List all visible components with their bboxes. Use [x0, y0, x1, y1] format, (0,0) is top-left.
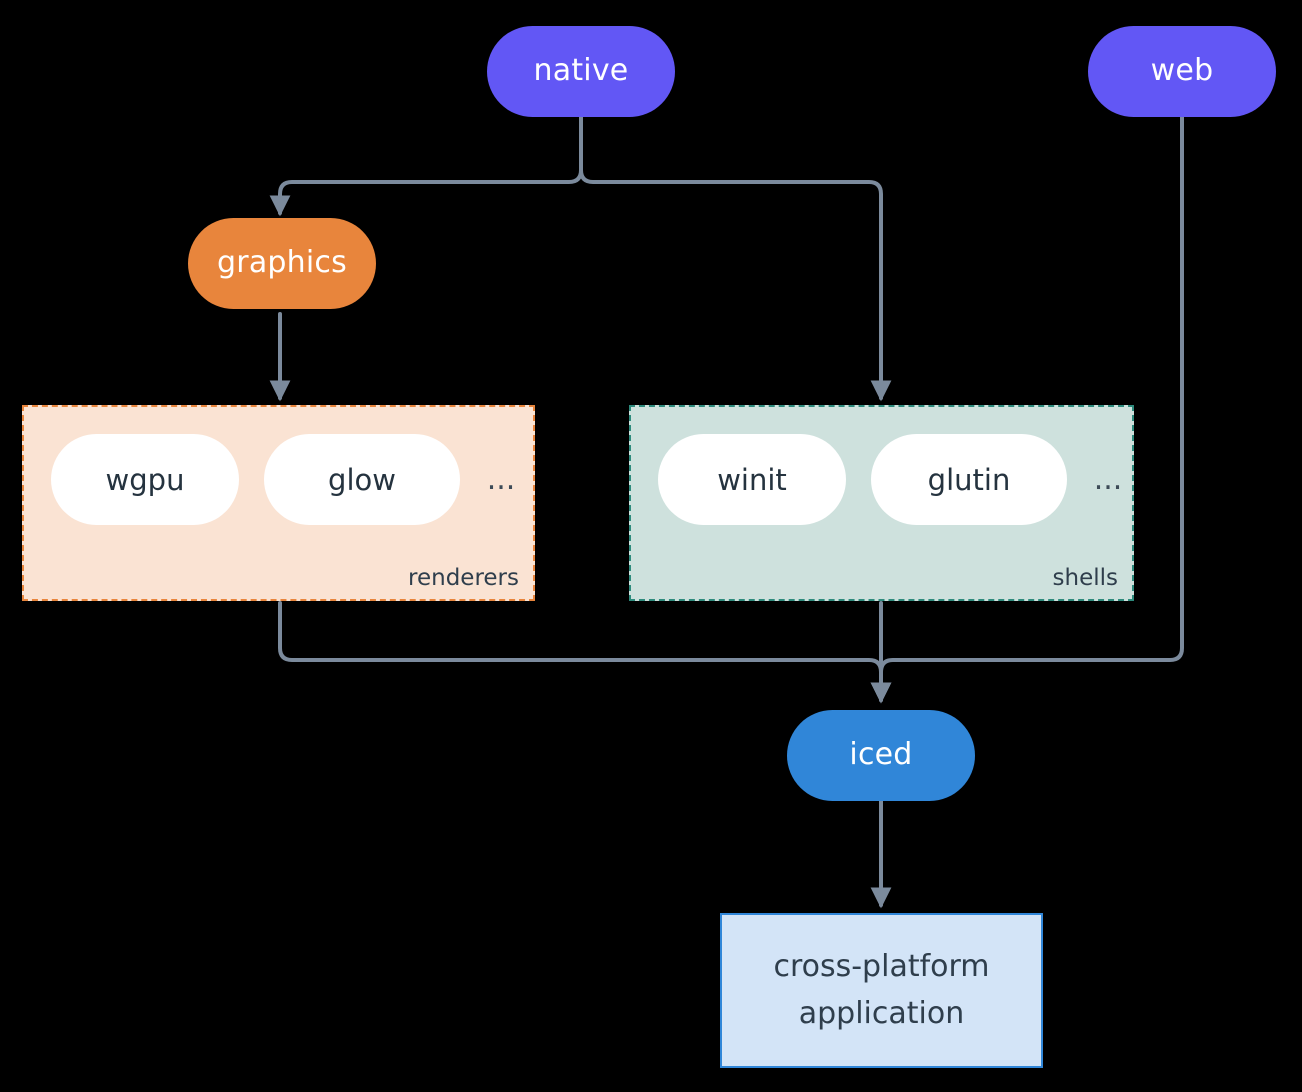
leaf-wgpu[interactable]: wgpu — [51, 434, 239, 525]
node-web-label: web — [1150, 53, 1214, 89]
node-iced[interactable]: iced — [787, 710, 975, 801]
leaf-glow[interactable]: glow — [264, 434, 460, 525]
leaf-glutin[interactable]: glutin — [871, 434, 1067, 525]
leaf-winit[interactable]: winit — [658, 434, 846, 525]
group-renderers: wgpu glow ... renderers — [22, 405, 535, 601]
leaf-winit-label: winit — [717, 462, 787, 497]
node-native-label: native — [533, 53, 629, 89]
group-renderers-label: renderers — [408, 565, 519, 591]
node-web[interactable]: web — [1088, 26, 1276, 117]
node-application-line1: cross-platform — [773, 949, 990, 984]
node-application[interactable]: cross-platform application — [720, 913, 1043, 1068]
edge-native-to-graphics — [269, 114, 583, 217]
renderers-overflow-ellipsis: ... — [486, 462, 516, 497]
edge-renderers-to-iced — [278, 601, 892, 704]
edge-native-to-shells — [579, 114, 892, 402]
node-graphics-label: graphics — [217, 245, 347, 281]
node-iced-label: iced — [849, 737, 913, 773]
leaf-glutin-label: glutin — [927, 462, 1011, 497]
leaf-wgpu-label: wgpu — [105, 462, 185, 497]
shells-overflow-ellipsis: ... — [1093, 462, 1123, 497]
node-application-line2: application — [798, 995, 965, 1031]
group-shells-label: shells — [1052, 565, 1118, 591]
node-native[interactable]: native — [487, 26, 675, 117]
leaf-glow-label: glow — [328, 462, 396, 497]
node-graphics[interactable]: graphics — [188, 218, 376, 309]
group-shells: winit glutin ... shells — [629, 405, 1134, 601]
